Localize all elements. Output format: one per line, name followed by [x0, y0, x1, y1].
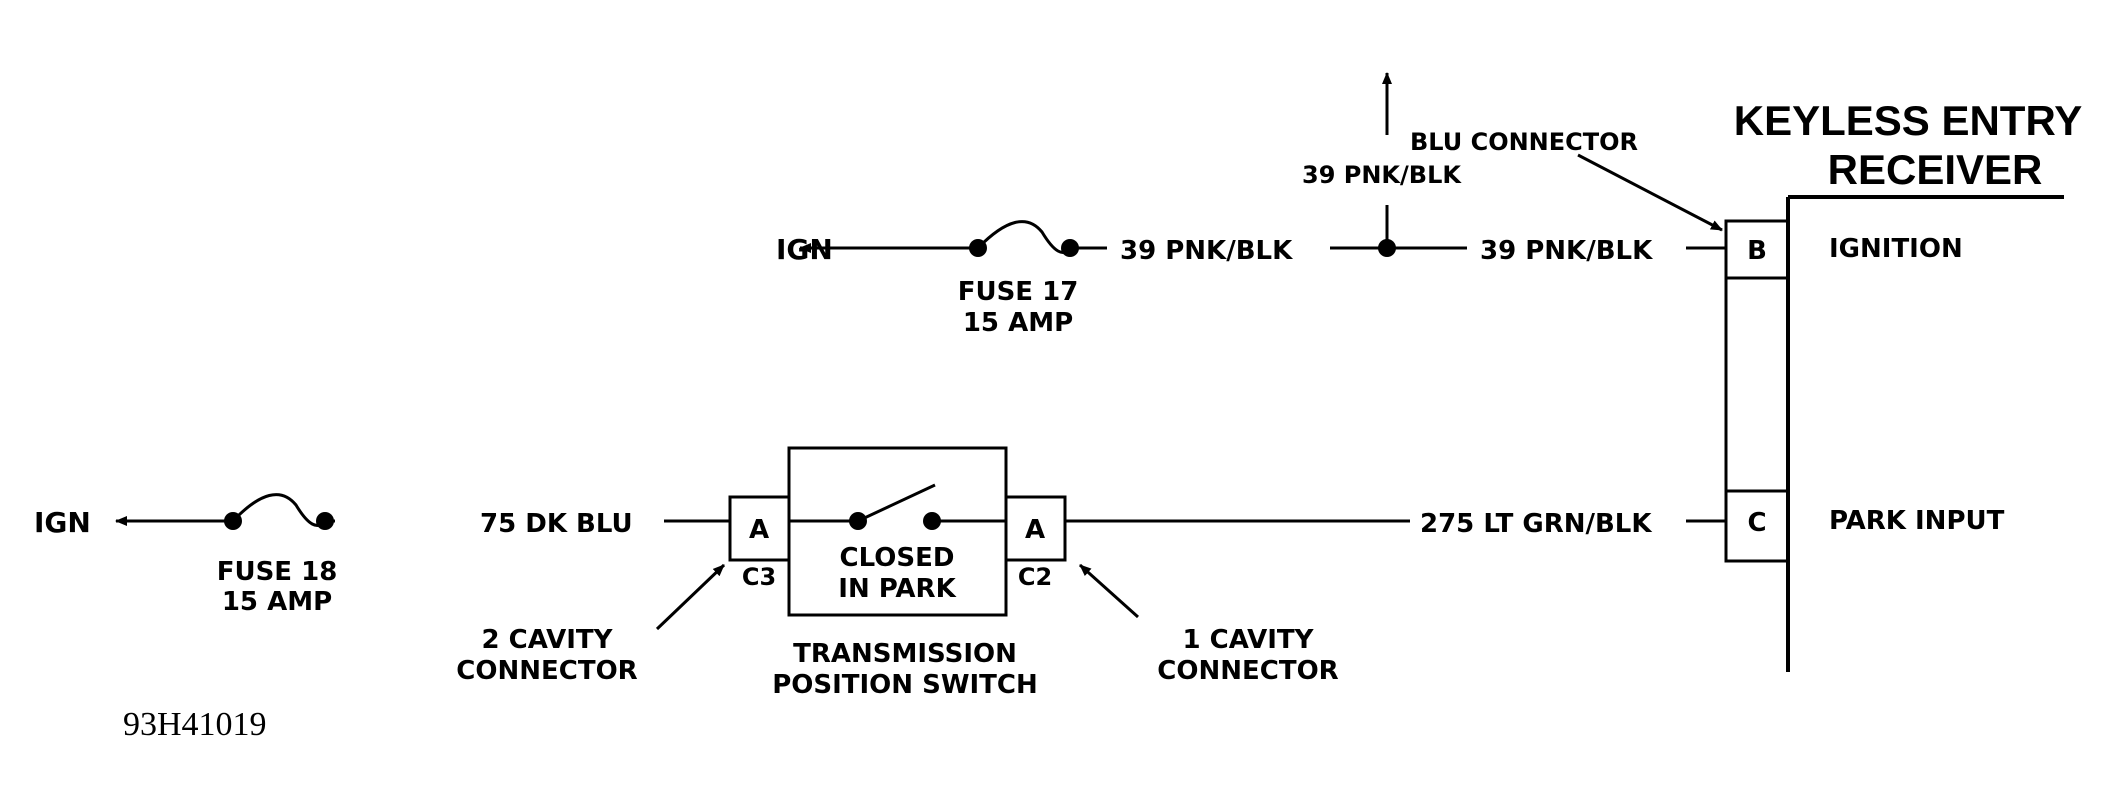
receiver-connector-block: [1724, 219, 1790, 563]
switch-pin-a-left-label: A: [749, 515, 769, 545]
pin-c-label: C: [1747, 508, 1766, 538]
fuse17-terminal-left: [969, 239, 987, 257]
ign-label-lower: IGN: [34, 506, 91, 539]
fuse18-rating: 15 AMP: [222, 587, 332, 617]
park-input-label: PARK INPUT: [1829, 506, 2005, 536]
right-connector-note-line1: 1 CAVITY: [1183, 625, 1315, 655]
wire-label-39-up: 39 PNK/BLK: [1302, 161, 1462, 189]
receiver-title-line2: RECEIVER: [1828, 146, 2043, 193]
switch-blade: [857, 483, 936, 523]
blu-connector-pointer: [1577, 153, 1723, 232]
left-connector-note-line2: CONNECTOR: [456, 656, 637, 686]
switch-contact-left: [849, 512, 867, 530]
fuse17-rating: 15 AMP: [963, 308, 1073, 338]
switch-pin-a-left: [728, 495, 791, 562]
fuse18-terminal-left: [224, 512, 242, 530]
c3-pointer: [655, 563, 726, 631]
wire-label-275: 275 LT GRN/BLK: [1420, 509, 1652, 539]
figure-id: 93H41019: [123, 706, 267, 743]
switch-state-line2: IN PARK: [838, 574, 956, 604]
fuse18-symbol: [231, 493, 327, 527]
switch-contact-right: [923, 512, 941, 530]
blu-connector-label: BLU CONNECTOR: [1410, 128, 1638, 156]
fuse18-terminal-right: [316, 512, 334, 530]
fuse18-name: FUSE 18: [217, 557, 338, 587]
c2-pointer: [1078, 563, 1140, 619]
pin-b-label: B: [1747, 236, 1767, 266]
receiver-title-line1: KEYLESS ENTRY: [1734, 97, 2083, 144]
wire-label-39-left: 39 PNK/BLK: [1120, 236, 1293, 266]
fuse17-name: FUSE 17: [958, 277, 1079, 307]
splice-junction: [1378, 239, 1396, 257]
left-connector-note-line1: 2 CAVITY: [482, 625, 614, 655]
fuse17-symbol: [976, 220, 1072, 254]
connector-c2-label: C2: [1018, 563, 1052, 591]
ignition-label: IGNITION: [1829, 234, 1963, 264]
connector-c3-label: C3: [742, 563, 776, 591]
switch-name-line2: POSITION SWITCH: [772, 670, 1038, 700]
switch-pin-a-right-label: A: [1025, 515, 1045, 545]
switch-name-line1: TRANSMISSION: [793, 639, 1017, 669]
switch-state-line1: CLOSED: [840, 543, 955, 573]
ign-label-upper: IGN: [776, 233, 833, 266]
right-connector-note-line2: CONNECTOR: [1157, 656, 1338, 686]
fuse17-terminal-right: [1061, 239, 1079, 257]
wire-label-75: 75 DK BLU: [480, 509, 633, 539]
wire-label-39-right: 39 PNK/BLK: [1480, 236, 1653, 266]
switch-pin-a-right: [1004, 495, 1067, 562]
